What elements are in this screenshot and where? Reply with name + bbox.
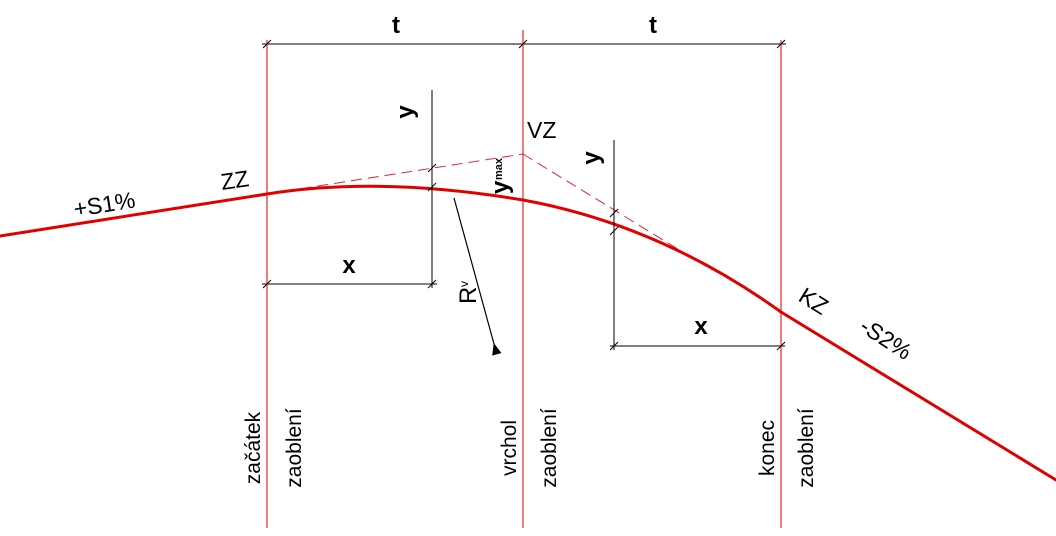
y-label-right: y [578, 151, 605, 165]
tangent-label-right: t [649, 12, 657, 39]
svg-text:y: y [487, 180, 514, 194]
tangent-label-left: t [392, 12, 400, 39]
end-caption-1: konec [756, 420, 779, 476]
grade-down-label: -S2% [855, 312, 916, 364]
kz-label: KZ [794, 282, 833, 320]
right-offset-construction [609, 140, 786, 351]
vz-label: VZ [527, 117, 556, 143]
start-caption-1: začátek [242, 411, 265, 484]
y-max-label: y max [487, 157, 514, 194]
y-label-left: y [392, 105, 419, 119]
end-caption-2: zaoblení [795, 408, 818, 488]
vertex-caption-1: vrchol [498, 420, 521, 476]
tangent-length-dimension [262, 39, 786, 49]
zz-label: ZZ [219, 165, 250, 195]
x-label-left: x [342, 252, 356, 279]
right-tangent-dashed [522, 153, 713, 271]
left-offset-construction [262, 90, 437, 289]
radius-label: R v [455, 281, 482, 304]
svg-text:v: v [457, 281, 471, 287]
svg-text:R: R [455, 287, 482, 304]
vertex-caption-2: zaoblení [538, 408, 561, 488]
road-profile-curve [0, 184, 1056, 482]
svg-text:max: max [493, 157, 505, 180]
start-caption-2: zaoblení [283, 408, 306, 488]
radius-arrow [453, 197, 502, 356]
x-label-right: x [694, 313, 708, 340]
